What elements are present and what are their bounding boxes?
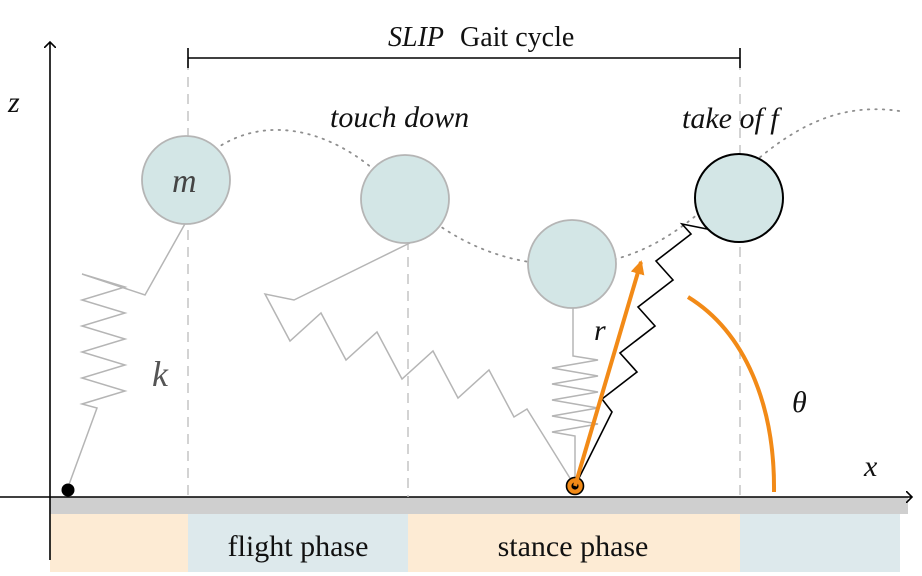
mass-midstance [527,219,617,309]
phase-band-flight [188,514,408,572]
com-trajectory [187,108,906,266]
gait-cycle-title: Gait cycle [460,22,574,53]
gait-cycle-prefix: SLIP [388,22,444,53]
gait-cycle-bracket [187,48,741,68]
mass-takeoff [694,153,784,243]
phase-band-initial [50,514,188,572]
touch-down-label: touch down [330,101,469,134]
stance-phase-label: stance phase [498,530,649,563]
mass-label: m [172,163,197,200]
spring-flight [66,221,187,491]
leg-length-label: r [594,314,606,347]
angle-label: θ [792,386,807,419]
spring-constant-label: k [152,354,169,394]
phase-band-stance [408,514,740,572]
take-off-label: take of f [682,102,782,135]
flight-phase-label: flight phase [228,530,369,563]
leg-vector-r [573,260,645,487]
spring-touchdown [263,237,574,484]
ground [50,497,908,514]
phase-boundaries [187,60,741,497]
angle-arc-theta [686,295,777,493]
spring-takeoff [574,222,718,487]
phase-band-final [740,514,900,572]
x-axis-label: x [863,450,878,483]
spring-midstance [551,296,599,483]
z-axis-label: z [7,86,20,119]
foot-point-start [61,483,75,497]
mass-flight [141,135,231,225]
mass-touchdown [360,154,450,244]
